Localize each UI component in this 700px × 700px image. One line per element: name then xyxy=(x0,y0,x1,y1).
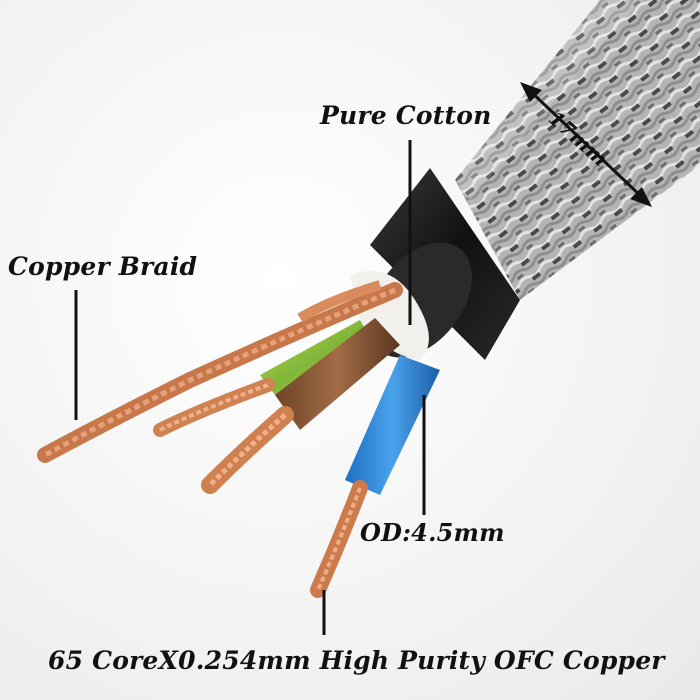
earth-wire xyxy=(260,320,372,395)
conductor-spec-label: 65 CoreX0.254mm High Purity OFC Copper xyxy=(48,646,665,675)
outer-diameter-label: OD:4.5mm xyxy=(360,518,505,547)
braided-sleeve xyxy=(455,0,700,300)
copper-braid-label: Copper Braid xyxy=(8,252,198,281)
brown-wire xyxy=(275,318,400,430)
blue-wire xyxy=(345,355,440,495)
pure-cotton-label: Pure Cotton xyxy=(320,101,492,130)
diameter-arrow xyxy=(520,82,652,207)
copper-braid-strands xyxy=(37,280,403,463)
